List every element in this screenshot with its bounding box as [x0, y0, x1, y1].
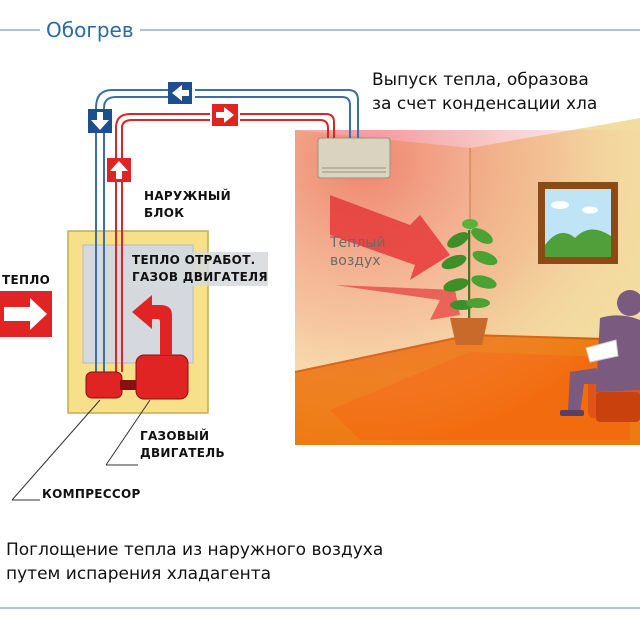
absorption-line1: Поглощение тепла из наружного воздуха — [6, 540, 384, 560]
warm-air-label: Теплый воздух — [330, 234, 385, 270]
blue-pipe — [95, 89, 359, 372]
warm-air-arrow — [330, 195, 450, 280]
painting-icon — [538, 182, 618, 264]
indoor-unit — [317, 137, 391, 179]
heat-release-caption: Выпуск тепла, образова за счет конденсац… — [372, 68, 597, 116]
exhaust-heat-line2: ГАЗОВ ДВИГАТЕЛЯ — [132, 270, 268, 284]
leader-lines — [11, 399, 151, 501]
page-title: Обогрев — [40, 18, 140, 42]
outdoor-unit-label: НАРУЖНЫЙ БЛОК — [144, 188, 231, 222]
outdoor-unit-line2: БЛОК — [144, 206, 185, 220]
arrow-up-icon — [107, 158, 131, 182]
exhaust-heat-line1: ТЕПЛО ОТРАБОТ. — [132, 253, 256, 267]
warm-air-line1: Теплый — [330, 235, 386, 251]
gas-engine-line2: ДВИГАТЕЛЬ — [140, 446, 226, 460]
absorption-line2: путем испарения хладагента — [6, 564, 272, 584]
arrow-right-icon — [212, 104, 238, 126]
heat-in-arrow — [0, 291, 52, 337]
heat-release-line1: Выпуск тепла, образова — [372, 70, 589, 90]
compressor — [85, 371, 123, 399]
gas-engine — [135, 354, 189, 400]
absorption-caption: Поглощение тепла из наружного воздуха пу… — [6, 538, 383, 586]
warm-air-line2: воздух — [330, 253, 381, 269]
heat-release-line2: за счет конденсации хла — [372, 94, 598, 114]
person-icon — [560, 290, 640, 422]
warm-air-arrow-lower — [335, 285, 460, 320]
compressor-label: КОМПРЕССОР — [42, 487, 141, 501]
exhaust-heat-arrow — [132, 295, 172, 355]
exhaust-heat-label: ТЕПЛО ОТРАБОТ. ГАЗОВ ДВИГАТЕЛЯ — [132, 252, 268, 286]
outdoor-unit-line1: НАРУЖНЫЙ — [144, 189, 231, 203]
shaft — [120, 380, 138, 390]
gas-engine-label: ГАЗОВЫЙ ДВИГАТЕЛЬ — [140, 428, 225, 462]
plant-icon — [441, 219, 498, 345]
gas-engine-line1: ГАЗОВЫЙ — [140, 429, 210, 443]
arrow-down-icon — [88, 109, 112, 133]
heat-in-label: ТЕПЛО — [2, 273, 51, 287]
red-pipe — [115, 113, 335, 372]
arrow-left-icon — [168, 82, 192, 104]
